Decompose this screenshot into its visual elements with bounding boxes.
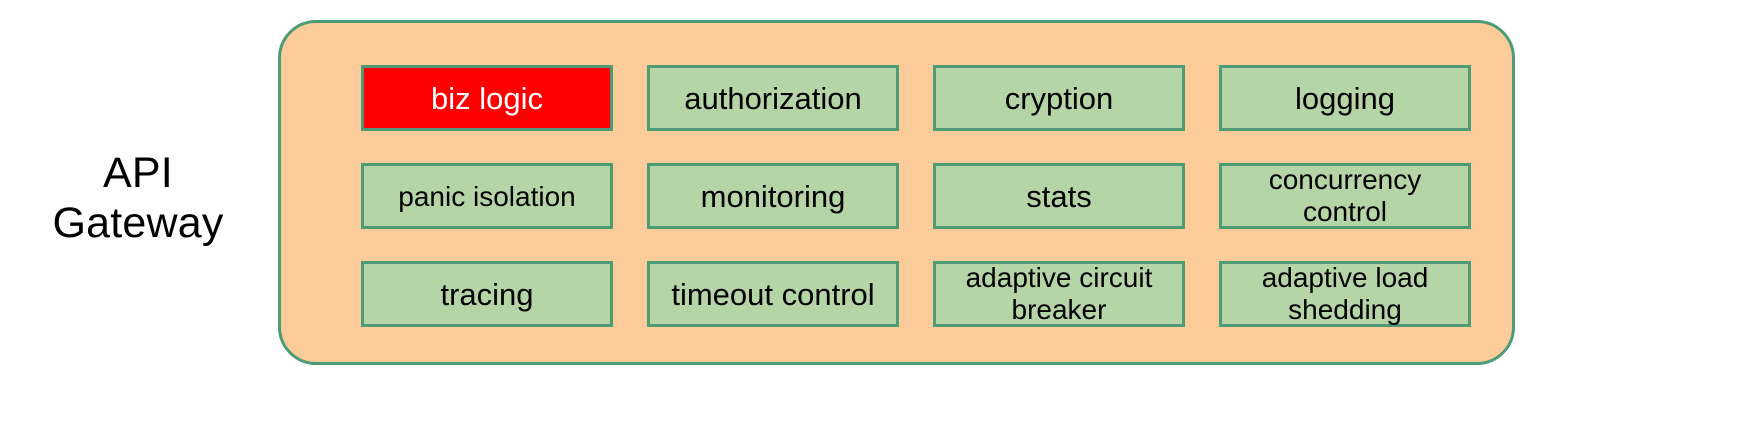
component-box-biz-logic[interactable]: biz logic bbox=[361, 65, 613, 131]
component-box-cryption[interactable]: cryption bbox=[933, 65, 1185, 131]
component-box-monitoring[interactable]: monitoring bbox=[647, 163, 899, 229]
component-grid: biz logic authorization cryption logging pan… bbox=[361, 65, 1471, 327]
api-gateway-container: biz logic authorization cryption logging pan… bbox=[278, 20, 1515, 365]
component-box-panic-isolation[interactable]: panic isolation bbox=[361, 163, 613, 229]
component-box-timeout-control[interactable]: timeout control bbox=[647, 261, 899, 327]
component-box-stats[interactable]: stats bbox=[933, 163, 1185, 229]
component-box-concurrency-control[interactable]: concurrency control bbox=[1219, 163, 1471, 229]
component-box-authorization[interactable]: authorization bbox=[647, 65, 899, 131]
component-box-tracing[interactable]: tracing bbox=[361, 261, 613, 327]
api-gateway-label: API Gateway bbox=[52, 149, 224, 247]
component-box-adaptive-circuit-breaker[interactable]: adaptive circuit breaker bbox=[933, 261, 1185, 327]
component-box-logging[interactable]: logging bbox=[1219, 65, 1471, 131]
component-box-adaptive-load-shedding[interactable]: adaptive load shedding bbox=[1219, 261, 1471, 327]
